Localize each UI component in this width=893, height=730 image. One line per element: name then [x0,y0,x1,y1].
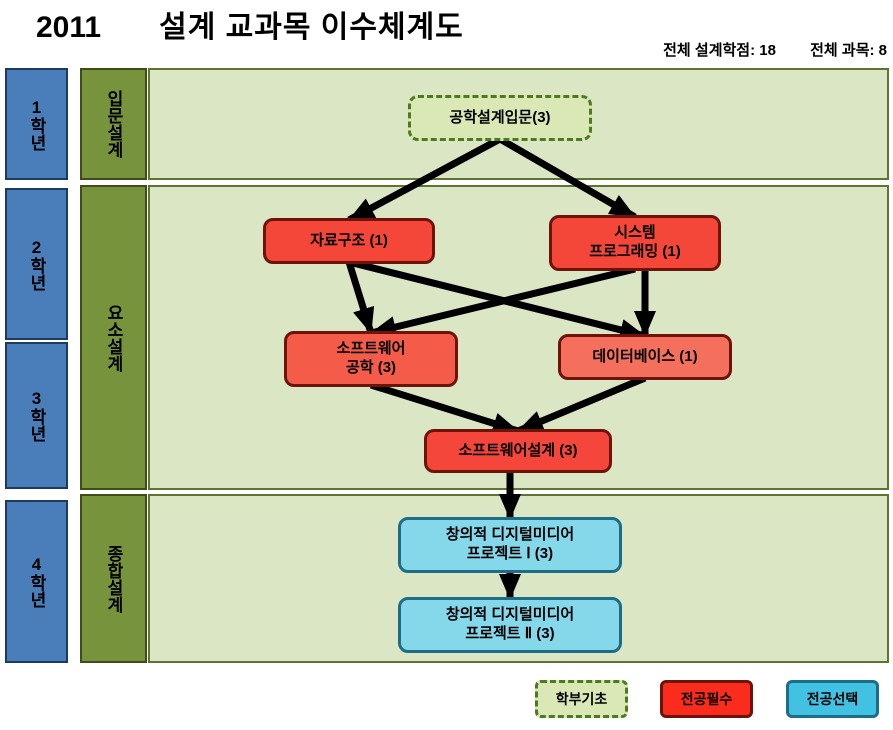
summary-stats: 전체 설계학점: 18 전체 과목: 8 [663,39,887,60]
phase-intro-design-text: 입문설계 [104,90,123,158]
course-label: 창의적 디지털미디어 프로젝트 Ⅰ (3) [445,526,575,562]
year-label-2: 2학년 [5,188,68,340]
year-label-1-text: 1학년 [27,97,46,151]
course-node-database: 데이터베이스 (1) [558,334,732,380]
legend-major-elective: 전공선택 [786,680,879,718]
course-label: 창의적 디지털미디어 프로젝트 Ⅱ (3) [445,606,575,642]
page-title: 2011 설계 교과목 이수체계도 [36,2,464,46]
course-node-system-programming: 시스템 프로그래밍 (1) [549,215,721,271]
phase-intro-design: 입문설계 [80,68,147,180]
phase-element-design: 요소설계 [80,185,147,490]
year-label-4: 4학년 [5,500,68,663]
year-label-1: 1학년 [5,68,68,180]
course-node-creative-digital-media-project-1: 창의적 디지털미디어 프로젝트 Ⅰ (3) [398,517,622,573]
course-node-software-design: 소프트웨어설계 (3) [424,429,612,473]
year-label-3-text: 3학년 [27,389,46,442]
phase-element-design-text: 요소설계 [104,303,123,372]
course-node-data-structures: 자료구조 (1) [263,218,435,264]
course-label: 소프트웨어설계 (3) [458,441,578,459]
legend-major-elective-label: 전공선택 [806,691,859,707]
course-label: 자료구조 (1) [310,231,388,249]
year-label-2-text: 2학년 [27,237,46,291]
phase-comprehensive-design-text: 종합설계 [104,544,123,613]
course-label: 데이터베이스 (1) [592,347,698,365]
total-design-credits: 전체 설계학점: 18 [663,42,776,59]
course-node-creative-digital-media-project-2: 창의적 디지털미디어 프로젝트 Ⅱ (3) [398,597,622,653]
legend-foundation-label: 학부기초 [555,691,608,707]
year-label-4-text: 4학년 [27,555,46,608]
legend-major-required-label: 전공필수 [680,691,733,707]
course-node-software-engineering: 소프트웨어 공학 (3) [284,331,458,387]
phase-comprehensive-design: 종합설계 [80,494,147,663]
title-text: 설계 교과목 이수체계도 [159,11,464,44]
course-label: 공학설계입문(3) [449,108,551,126]
course-label: 소프트웨어 공학 (3) [336,340,406,376]
course-node-intro-engineering-design: 공학설계입문(3) [408,95,592,141]
title-year: 2011 [36,11,102,44]
course-label: 시스템 프로그래밍 (1) [589,224,681,260]
total-courses: 전체 과목: 8 [810,42,887,59]
legend-foundation: 학부기초 [535,680,628,718]
year-label-3: 3학년 [5,342,68,489]
legend-major-required: 전공필수 [660,680,753,718]
